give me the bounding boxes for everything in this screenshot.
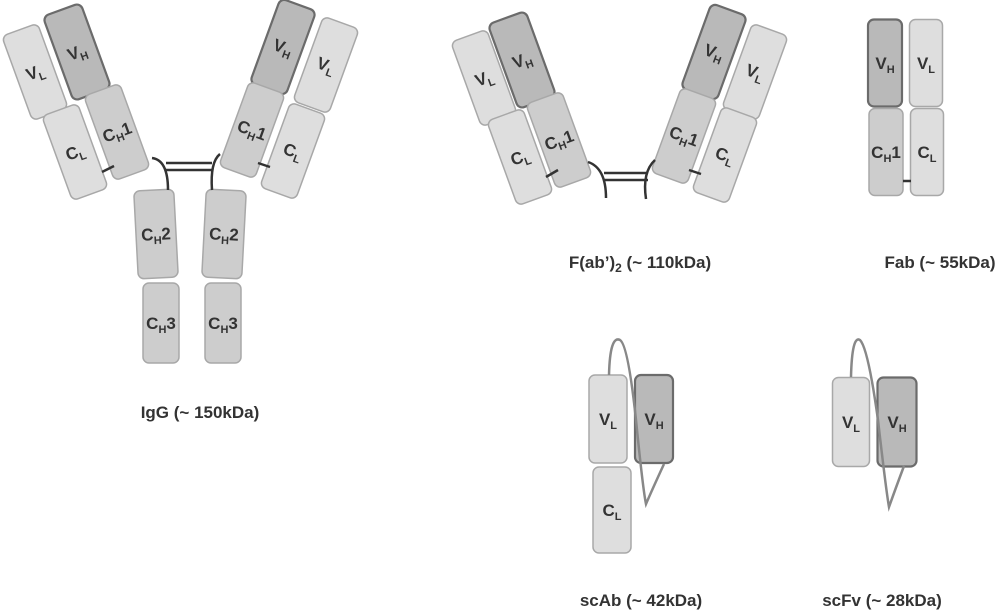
fab-domain-vh: VH xyxy=(866,18,904,108)
igg-domain-vl: VL xyxy=(293,17,359,113)
domain-label: VL xyxy=(313,53,338,80)
scab-domain-cl: CL xyxy=(592,466,632,554)
fab-structure: VH VL CH1 CL xyxy=(866,18,945,197)
scfv-caption: scFv (~ 28kDa) xyxy=(822,591,942,610)
domain-label: CL xyxy=(712,143,738,170)
fab2-domain-vh: VH xyxy=(681,3,747,101)
fab2-caption-main: F(ab’) xyxy=(569,253,615,272)
igg-caption: IgG (~ 150kDa) xyxy=(141,403,260,422)
scfv-domain-vl: VL xyxy=(831,376,871,468)
domain-label: CH3 xyxy=(146,314,176,336)
igg-domain-cl: CL xyxy=(260,103,326,199)
igg-domain-ch2: CH2 xyxy=(201,188,247,280)
light-heavy-bond-left xyxy=(101,164,115,174)
domain-box xyxy=(142,282,180,364)
domain-label: CL xyxy=(63,140,89,167)
scab-caption: scAb (~ 42kDa) xyxy=(580,591,702,610)
fab2-caption: F(ab’)2 (~ 110kDa) xyxy=(569,253,711,275)
domain-label: CH3 xyxy=(208,314,238,336)
fab2-domain-cl: CL xyxy=(692,107,758,203)
domain-box xyxy=(588,374,628,464)
igg-domain-ch3: CH3 xyxy=(204,282,242,364)
fab-caption: Fab (~ 55kDa) xyxy=(884,253,995,272)
igg-domain-cl: CL xyxy=(42,104,108,200)
domain-label: CL xyxy=(602,501,621,523)
domain-box xyxy=(908,18,944,108)
domain-box xyxy=(42,104,108,200)
light-heavy-bond-left xyxy=(545,168,559,179)
peptide-linker xyxy=(849,338,906,512)
domain-label: CL xyxy=(917,143,936,165)
hinge-arc-right xyxy=(210,153,221,191)
domain-label: VL xyxy=(842,413,860,435)
domain-box xyxy=(204,282,242,364)
domain-box xyxy=(909,107,945,197)
scab-structure: VL VH CL xyxy=(588,338,675,554)
domain-label: CH2 xyxy=(141,224,172,248)
fab2-domain-ch1: CH1 xyxy=(651,88,717,184)
igg-domain-ch1: CH1 xyxy=(219,82,285,178)
fab-domain-vl: VL xyxy=(908,18,944,108)
scab-domain-vh: VH xyxy=(633,373,675,465)
domain-label: CL xyxy=(280,139,306,166)
fab2-domain-cl: CL xyxy=(487,109,553,205)
hinge-arc-left xyxy=(151,156,170,191)
domain-label: CL xyxy=(508,145,534,172)
igg-domain-ch2: CH2 xyxy=(133,188,179,280)
scfv-domain-vh: VH xyxy=(876,376,918,468)
domain-box xyxy=(868,107,904,197)
domain-label: CH2 xyxy=(208,224,239,248)
domain-box xyxy=(201,188,247,280)
hinge-arc-right xyxy=(643,159,656,200)
scfv-structure: VL VH xyxy=(831,338,918,512)
fab-domain-cl: CL xyxy=(909,107,945,197)
light-heavy-bond-right xyxy=(688,168,702,176)
domain-box xyxy=(84,84,150,180)
domain-label: VL xyxy=(917,54,935,76)
domain-box xyxy=(866,18,904,108)
fab2-caption-sub: 2 xyxy=(615,261,622,275)
domain-label: VH xyxy=(875,54,894,76)
domain-label: CH1 xyxy=(871,143,901,165)
domain-box xyxy=(651,88,717,184)
domain-label: VH xyxy=(644,410,663,432)
domain-box xyxy=(487,109,553,205)
domain-box xyxy=(526,92,592,188)
domain-box xyxy=(219,82,285,178)
light-heavy-bond-right xyxy=(257,161,271,169)
peptide-linker xyxy=(607,338,666,509)
domain-label: VH xyxy=(887,413,906,435)
igg-domain-ch1: CH1 xyxy=(84,84,150,180)
domain-box xyxy=(831,376,871,468)
domain-label: VL xyxy=(742,60,767,87)
domain-box xyxy=(260,103,326,199)
fab2-caption-rest: (~ 110kDa) xyxy=(622,253,711,272)
domain-box xyxy=(592,466,632,554)
domain-label: VH xyxy=(700,40,726,67)
domain-label: VL xyxy=(599,410,617,432)
domain-box xyxy=(692,107,758,203)
domain-box xyxy=(293,17,359,113)
igg-domain-ch3: CH3 xyxy=(142,282,180,364)
scab-domain-vl: VL xyxy=(588,374,628,464)
domain-label: VH xyxy=(269,35,295,62)
domain-label: CH1 xyxy=(542,126,577,157)
domain-box xyxy=(133,188,179,280)
fab2-domain-ch1: CH1 xyxy=(526,92,592,188)
fab-domain-ch1: CH1 xyxy=(868,107,904,197)
hinge-arc-left xyxy=(587,160,608,199)
